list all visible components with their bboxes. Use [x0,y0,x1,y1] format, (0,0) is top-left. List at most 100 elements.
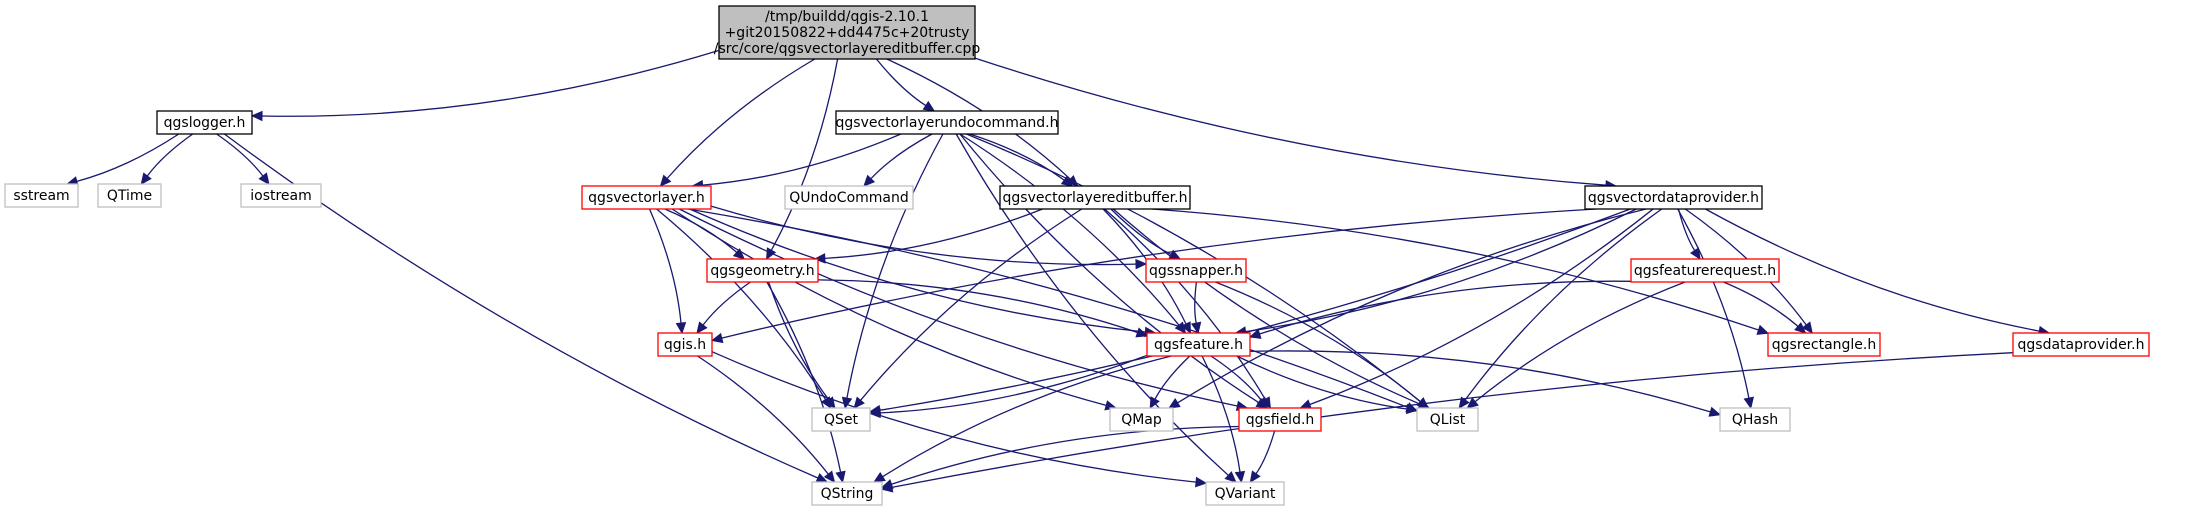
edge-arrowhead [823,470,836,483]
node-box [1205,481,1285,506]
node-qgis[interactable]: qgis.h [657,332,713,357]
node-qgslogger[interactable]: qgslogger.h [156,110,253,135]
node-label: QUndoCommand [789,190,909,206]
node-label: iostream [250,188,312,204]
node-box [1238,407,1322,432]
node-label: QMap [1121,412,1162,428]
node-qgsgeometry[interactable]: qgsgeometry.h [706,258,819,283]
edge-arrowhead [675,322,687,335]
node-qgssnapper[interactable]: qgssnapper.h [1145,258,1247,283]
edge-arrowhead [1689,247,1701,261]
edge-qgsgeometry-to-qgsfeature [817,279,1149,338]
node-editbuffer[interactable]: qgsvectorlayereditbuffer.h [999,185,1191,210]
edge-undocmd-to-qset [841,133,944,410]
node-label: qgsfeaturerequest.h [1634,263,1776,279]
edge-line [959,133,1260,404]
node-label: sstream [13,188,69,204]
edge-line [1177,208,1647,404]
node-label: QTime [107,188,152,204]
edge-arrowhead [863,174,876,187]
node-root[interactable]: /tmp/buildd/qgis-2.10.1+git20150822+dd44… [714,5,981,60]
edge-line [216,133,264,177]
edge-line [766,281,842,473]
node-label: qgssnapper.h [1149,263,1243,279]
edge-qgsgeometry-to-qgis [696,281,751,334]
node-dataprovider[interactable]: qgsvectordataprovider.h [1584,185,1763,210]
edge-arrowhead [841,396,853,410]
edge-qgsgeometry-to-qstring [766,281,846,484]
edge-line [974,57,1606,186]
edge-line [824,208,1043,260]
node-qlist: QList [1416,407,1479,432]
node-box [784,185,914,210]
edge-qgsfeature-to-qhash [1249,350,1722,417]
edge-line [1259,280,1632,335]
edge-arrowhead [873,471,886,483]
edge-arrowhead [1466,397,1479,409]
node-label: qgis.h [664,337,706,353]
edge-qgssnapper-to-qgsfeature [1190,281,1202,335]
edge-qgsvectorlayer-to-qgssnapper [710,205,1148,270]
edge-undocmd-to-qgsfeature [959,133,1187,334]
edge-qgsfeature-to-qvariant [1201,355,1246,484]
node-label: qgsrectangle.h [1772,337,1876,353]
edge-featurerequest-to-qgsrectangle [1723,281,1807,334]
edge-featurerequest-to-qgsfeature [1248,280,1632,339]
edge-arrowhead [868,407,881,419]
node-qgsfeature[interactable]: qgsfeature.h [1146,332,1251,357]
edge-line [1110,208,1172,256]
edge-arrowhead [922,100,936,112]
edge-line [1723,281,1799,327]
edge-line [711,351,1197,483]
edge-line [261,49,720,117]
edge-arrowhead [1249,470,1261,484]
edge-line [146,133,194,177]
edge-dataprovider-to-qhash [1677,208,1754,410]
node-label: QHash [1732,412,1778,428]
node-label: QSet [824,412,859,428]
node-label: qgslogger.h [164,115,246,131]
node-label: QVariant [1215,486,1276,502]
node-box [1146,332,1251,357]
node-qgsfield[interactable]: qgsfield.h [1238,407,1322,432]
node-box [706,258,819,283]
edge-line [671,208,1107,407]
edge-arrowhead [1149,396,1160,410]
edge-line [846,133,944,399]
edge-root-to-qgslogger [250,49,720,122]
edge-arrowhead [1708,406,1722,417]
node-qgsdataprov[interactable]: qgsdataprovider.h [2012,332,2150,357]
node-box [156,110,253,135]
node-label: qgsvectorlayerundocommand.h [836,115,1059,131]
edge-line [689,208,1146,333]
edge-arrowhead [1190,321,1202,335]
node-box [1584,185,1763,210]
node-undocmd[interactable]: qgsvectorlayerundocommand.h [835,110,1059,135]
edge-line [656,208,827,400]
edge-line [1249,350,1711,413]
edge-root-to-undocmd [875,58,936,112]
node-qgsrectangle[interactable]: qgsrectangle.h [1767,332,1881,357]
edge-dataprovider-to-qset [868,208,1631,416]
edge-qgsdataprov-to-qstring [880,352,2014,493]
edge-arrowhead [1195,476,1208,488]
edge-editbuffer-to-qgsrectangle [1151,208,1770,335]
node-box [811,407,871,432]
node-box [1719,407,1791,432]
node-qtime: QTime [97,183,162,208]
edge-line [870,133,933,180]
edge-line [955,133,1229,476]
edge-line [1215,281,1421,403]
edge-qgsvectorlayer-to-qgsfield [679,208,1249,412]
node-featurerequest[interactable]: qgsfeaturerequest.h [1630,258,1780,283]
edge-line [817,279,1138,334]
node-qgsvectorlayer[interactable]: qgsvectorlayer.h [581,185,712,210]
node-qundocommand: QUndoCommand [784,185,914,210]
edge-line [969,133,1065,181]
node-box [97,183,162,208]
edge-line [1255,430,1276,475]
edge-line [879,208,1631,411]
edge-line [1201,355,1241,473]
edge-arrowhead [835,470,846,484]
